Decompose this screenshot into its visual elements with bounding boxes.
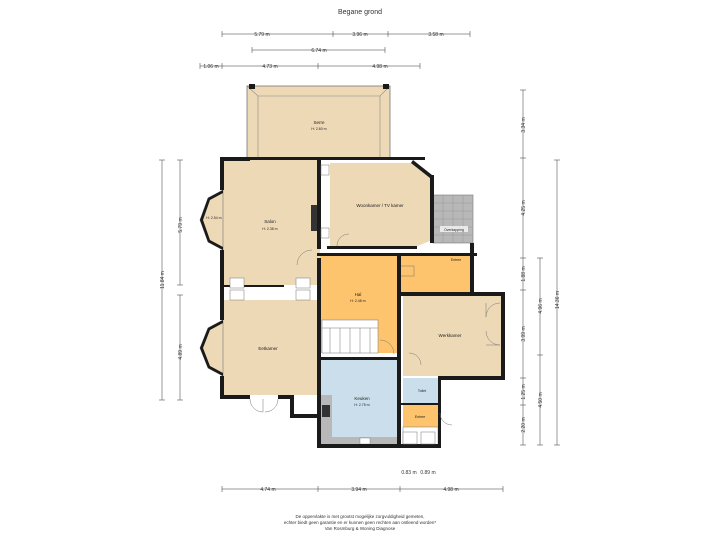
doors xyxy=(249,233,501,426)
room-hal: Hal H: 2.48 m xyxy=(320,255,400,354)
dim-right-7: 4.96 m xyxy=(538,298,544,313)
label-keuken-height: H: 2.75 m xyxy=(354,403,369,407)
label-hal: Hal xyxy=(355,292,362,297)
room-salon: Salon H: 2.38 m H: 2.54 m xyxy=(199,160,320,285)
dim-top-4: 6.74 m xyxy=(311,48,326,54)
room-entree: Entree xyxy=(399,255,473,293)
left-dimensions: 11.84 m 5.79 m 4.89 m xyxy=(159,159,184,401)
room-werkkamer: Werkkamer xyxy=(403,296,501,376)
staircase xyxy=(321,319,379,354)
label-werkkamer: Werkkamer xyxy=(439,333,462,338)
room-serre: Serre H: 2.60 m xyxy=(246,84,391,159)
label-serre-height: H: 2.60 m xyxy=(311,127,326,131)
dim-right-9: 14.36 m xyxy=(555,291,561,309)
dim-top-6: 4.73 m xyxy=(262,64,277,70)
label-eetkamer: Eetkamer xyxy=(258,346,278,351)
disclaimer: De oppervlakte is met grootst mogelijke … xyxy=(284,514,437,531)
room-keuken: Keuken H: 2.75 m xyxy=(320,360,400,445)
bottom-dimensions: 0.83 m 0.89 m 4.74 m 3.94 m 4.98 m xyxy=(221,470,504,493)
label-salon-height: H: 2.38 m xyxy=(262,227,277,231)
label-woonkamer-tv: Woonkamer / TV kamer xyxy=(356,203,404,208)
dim-top-5: 1.06 m xyxy=(203,64,218,70)
dim-bottom-small-1: 0.83 m xyxy=(401,470,416,476)
dim-left-2: 5.79 m xyxy=(178,217,184,232)
dim-bottom-2: 3.94 m xyxy=(351,487,366,493)
label-hal-height: H: 2.48 m xyxy=(350,299,365,303)
dim-right-2: 4.25 m xyxy=(521,200,527,215)
walls xyxy=(200,157,505,448)
label-bay-height: H: 2.54 m xyxy=(206,216,221,220)
dim-top-2: 3.96 m xyxy=(352,32,367,38)
dim-right-6: 2.20 m xyxy=(521,417,527,432)
dim-right-1: 3.34 m xyxy=(521,117,527,132)
dim-right-8: 4.50 m xyxy=(538,392,544,407)
label-toilet: Toilet xyxy=(418,389,426,393)
top-dimensions: 5.79 m 3.96 m 3.58 m 6.74 m 1.06 m 4.73 … xyxy=(199,31,471,70)
label-salon: Salon xyxy=(264,219,276,224)
room-eetkamer: Eetkamer xyxy=(199,300,320,395)
dim-right-4: 3.99 m xyxy=(521,326,527,341)
room-overkapping: Overkapping xyxy=(432,194,474,244)
label-keuken: Keuken xyxy=(354,396,370,401)
dim-right-5: 1.25 m xyxy=(521,384,527,399)
label-serre: Serre xyxy=(313,120,325,125)
disclaimer-line-2: echter biedt geen garantie en er kunnen … xyxy=(284,520,437,525)
label-entree: Entree xyxy=(451,258,461,262)
disclaimer-line-1: De oppervlakte is met grootst mogelijke … xyxy=(295,514,424,519)
column-markers xyxy=(229,164,436,445)
dim-left-1: 11.84 m xyxy=(160,271,166,289)
dim-bottom-1: 4.74 m xyxy=(260,487,275,493)
dim-right-3: 1.88 m xyxy=(521,266,527,281)
dim-bottom-3: 4.98 m xyxy=(443,487,458,493)
plan-title: Begane grond xyxy=(338,9,382,16)
label-entree-2: Entree xyxy=(415,415,425,419)
room-woonkamer-tv: Woonkamer / TV kamer xyxy=(330,163,432,248)
dim-bottom-small-2: 0.89 m xyxy=(420,470,435,476)
label-overkapping: Overkapping xyxy=(444,228,464,232)
disclaimer-line-3: Van Rosmburg & Woning Diagnose xyxy=(325,526,396,531)
right-dimensions: 3.34 m 4.25 m 1.88 m 3.99 m 1.25 m 2.20 … xyxy=(520,89,561,446)
room-toilet: Toilet xyxy=(403,378,438,403)
dim-top-3: 3.58 m xyxy=(428,32,443,38)
dim-left-3: 4.89 m xyxy=(178,344,184,359)
dim-top-7: 4.98 m xyxy=(372,64,387,70)
dim-top-1: 5.79 m xyxy=(254,32,269,38)
